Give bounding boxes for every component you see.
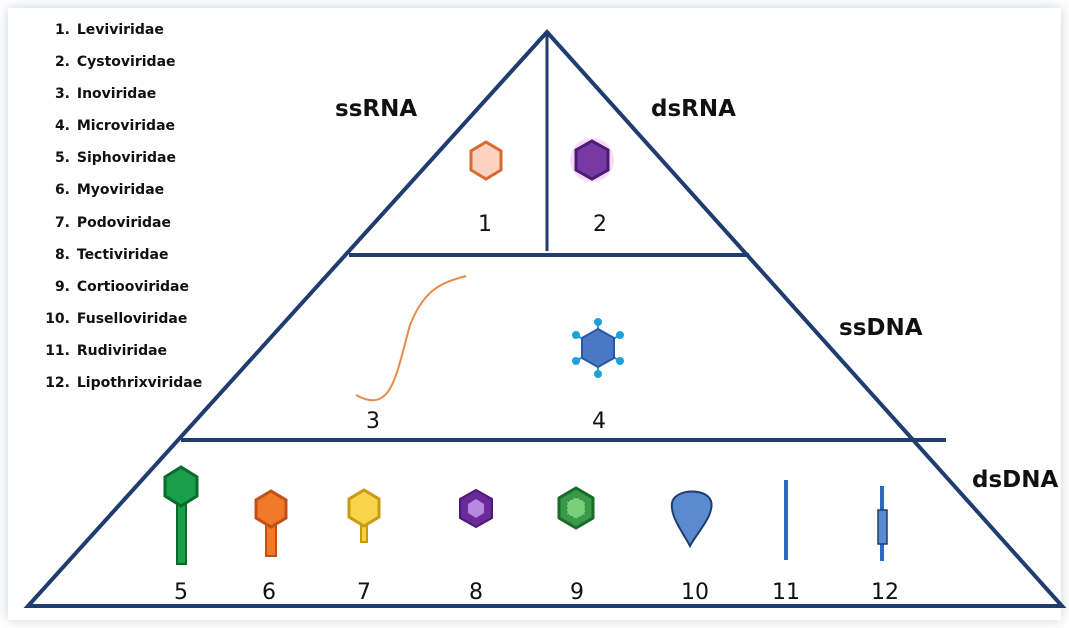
fuselloviridae-lemon-shape-icon <box>670 490 713 549</box>
legend-item: 2. Cystoviridae <box>30 52 202 84</box>
family-number-1: 1 <box>478 212 492 237</box>
legend-name: Rudiviridae <box>76 342 168 359</box>
legend-number: 10. <box>45 310 70 327</box>
legend-name: Cortiooviridae <box>76 278 189 295</box>
tier-label-ssdna: ssDNA <box>839 315 923 341</box>
rudiviridae-rod-icon <box>784 480 788 560</box>
legend-name: Podoviridae <box>76 214 171 231</box>
legend-name: Leviviridae <box>76 22 164 38</box>
lipothrixviridae-rod-icon <box>877 486 888 561</box>
legend-name: Cystoviridae <box>76 54 176 71</box>
legend-number: 3. <box>54 86 70 103</box>
legend-number: 5. <box>54 150 70 167</box>
family-number-10: 10 <box>681 580 709 605</box>
legend-item: 12. Lipothrixviridae <box>30 373 202 405</box>
family-number-5: 5 <box>174 580 188 605</box>
tier-label-dsrna: dsRNA <box>651 96 736 122</box>
legend-number: 12. <box>45 375 70 392</box>
legend-number: 1. <box>54 22 70 38</box>
legend-number: 4. <box>54 118 70 135</box>
siphoviridae-tailed-phage-icon <box>163 465 199 565</box>
family-number-11: 11 <box>772 580 800 605</box>
family-number-7: 7 <box>357 580 371 605</box>
legend-item: 10. Fuselloviridae <box>30 309 202 341</box>
myoviridae-tailed-phage-icon <box>254 489 288 557</box>
family-number-2: 2 <box>593 212 607 237</box>
family-legend: 1. Leviviridae 2. Cystoviridae 3. Inovir… <box>30 20 202 405</box>
family-number-6: 6 <box>262 580 276 605</box>
legend-item: 6. Myoviridae <box>30 180 202 212</box>
legend-item: 4. Microviridae <box>30 116 202 148</box>
legend-number: 9. <box>54 278 70 295</box>
family-number-12: 12 <box>871 580 899 605</box>
family-number-8: 8 <box>469 580 483 605</box>
legend-item: 9. Cortiooviridae <box>30 277 202 309</box>
tier-label-dsdna: dsDNA <box>972 467 1059 493</box>
cortiooviridae-hexagon-capsid-icon <box>557 486 595 530</box>
legend-item: 8. Tectiviridae <box>30 245 202 277</box>
legend-name: Inoviridae <box>76 86 157 103</box>
family-number-4: 4 <box>592 409 606 434</box>
legend-item: 11. Rudiviridae <box>30 341 202 373</box>
cystoviridae-hexagon-capsid-icon <box>574 139 610 181</box>
legend-name: Fuselloviridae <box>76 310 188 327</box>
tier-label-ssrna: ssRNA <box>335 96 418 122</box>
legend-number: 8. <box>54 246 70 263</box>
legend-number: 2. <box>54 54 70 71</box>
legend-item: 3. Inoviridae <box>30 84 202 116</box>
leviviridae-hexagon-capsid-icon <box>469 140 503 181</box>
legend-number: 7. <box>54 214 70 231</box>
legend-number: 11. <box>45 342 70 359</box>
legend-name: Myoviridae <box>76 182 165 199</box>
legend-name: Tectiviridae <box>76 246 169 263</box>
family-number-9: 9 <box>570 580 584 605</box>
podoviridae-tailed-phage-icon <box>347 488 381 543</box>
pyramid-outline <box>23 29 1067 608</box>
legend-item: 7. Podoviridae <box>30 213 202 245</box>
legend-name: Microviridae <box>76 118 176 135</box>
legend-name: Siphoviridae <box>76 150 176 167</box>
family-number-3: 3 <box>366 409 380 434</box>
legend-number: 6. <box>54 182 70 199</box>
tectiviridae-hexagon-capsid-icon <box>459 488 493 529</box>
legend-item: 1. Leviviridae <box>30 20 202 52</box>
legend-name: Lipothrixviridae <box>76 375 203 392</box>
microviridae-spiked-capsid-icon <box>572 318 624 378</box>
legend-item: 5. Siphoviridae <box>30 148 202 180</box>
inoviridae-filament-icon <box>355 275 467 402</box>
